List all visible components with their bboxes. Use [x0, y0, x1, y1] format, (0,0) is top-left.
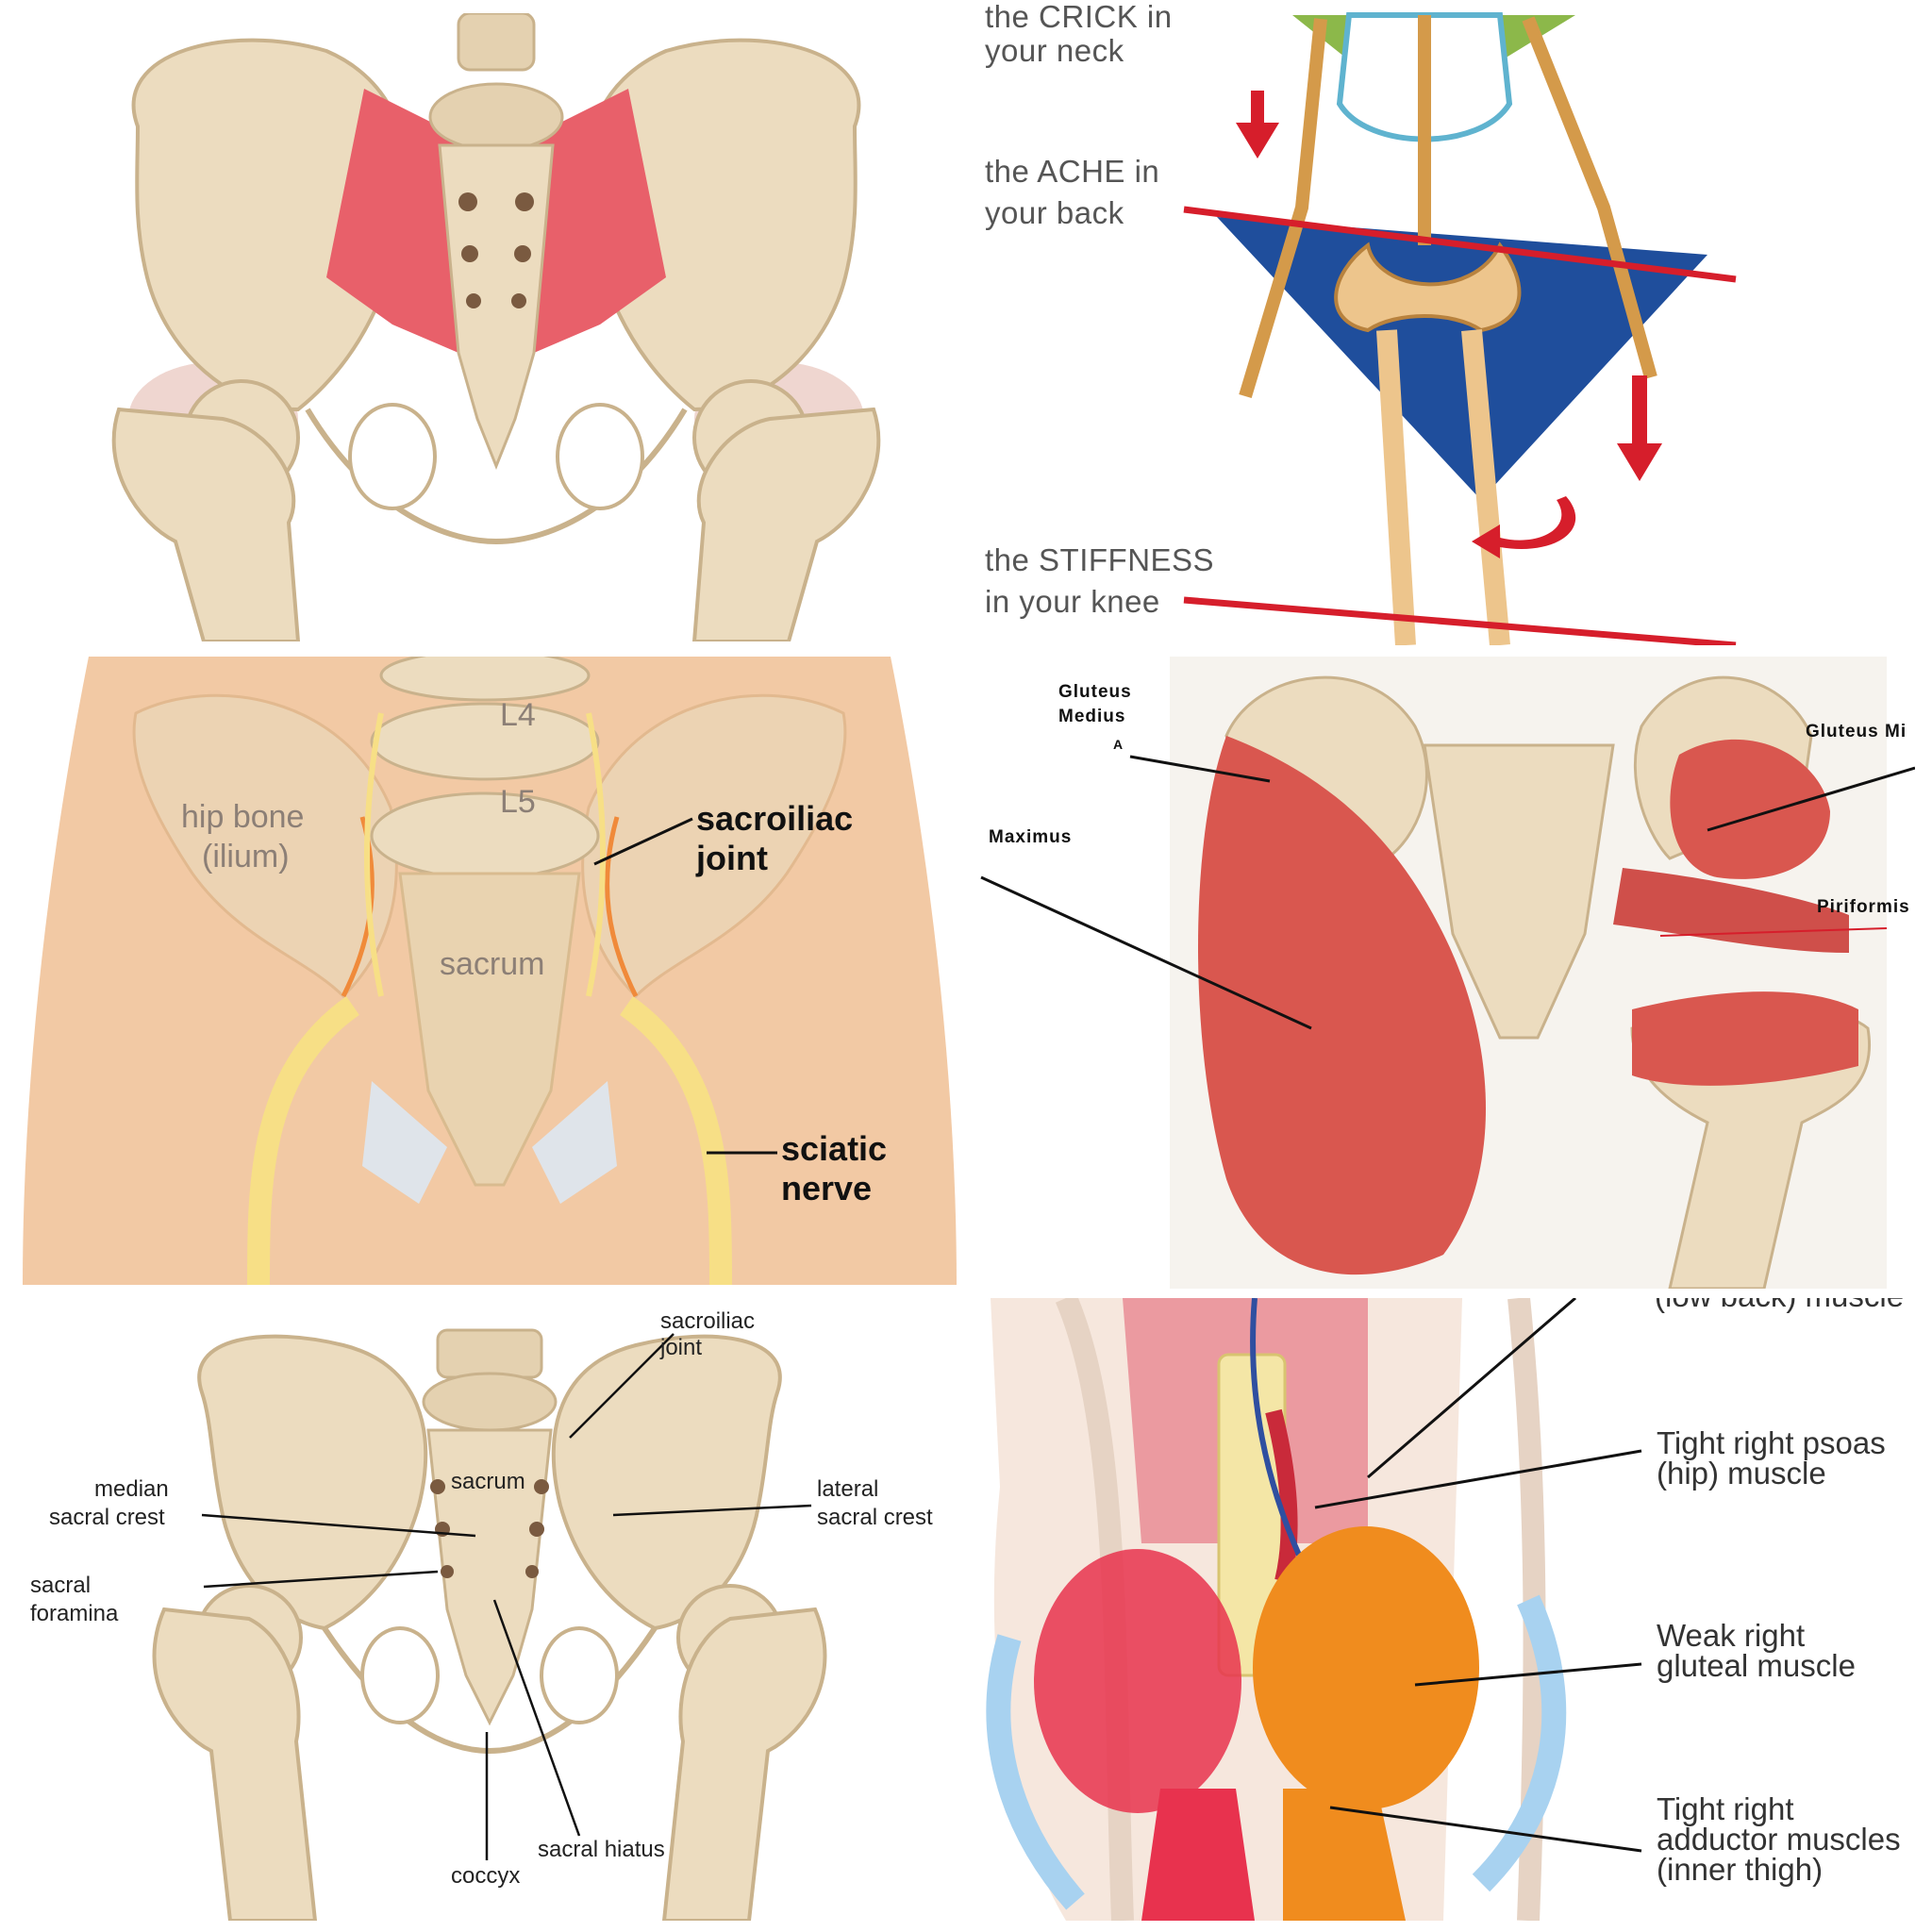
piriformis-label: Piriformis	[1817, 897, 1910, 917]
l5-label: L5	[500, 784, 536, 820]
hip-bone-label-line2: (ilium)	[202, 839, 290, 874]
gluteus-minimus-label: Gluteus Mi	[1806, 722, 1907, 741]
back-tilt-line	[1183, 206, 1737, 283]
l4-label: L4	[500, 697, 536, 733]
right-gluteal-muscle	[1253, 1526, 1479, 1809]
sacroiliac-joint-panel: L4 L5 hip bone (ilium) sacrum sacroiliac…	[23, 657, 957, 1285]
gluteal-muscles-panel: Gluteus Medius A Gluteus Mi Maximus Piri…	[972, 651, 1915, 1289]
muscle-imbalance-illustration	[972, 1298, 1915, 1921]
psoas-label-line1: Tight right psoas	[1657, 1425, 1886, 1460]
sacrum-anatomy-panel: sacroiliac joint sacrum median sacral cr…	[23, 1298, 957, 1921]
gluteus-minimus	[1670, 739, 1830, 879]
sacral-foramina-label-line1: sacral	[30, 1573, 92, 1598]
low-back-muscle-label: (low back) muscle	[1655, 1298, 1904, 1313]
gluteus-maximus	[1198, 736, 1486, 1275]
gluteus-medius-label-line2: Medius	[1058, 707, 1126, 726]
gluteus-medius-label-line1: Gluteus	[1058, 682, 1132, 702]
sacrum-label: sacrum	[440, 946, 545, 982]
back-label-line2: your back	[985, 195, 1124, 230]
right-sciatic-nerve	[619, 996, 732, 1285]
pelvis-ligament-illustration	[81, 13, 911, 641]
down-arrow-icon	[1617, 375, 1662, 481]
neck-label-line1: the CRICK in	[985, 0, 1173, 34]
down-arrow-icon	[1236, 91, 1279, 158]
lateral-sacral-crest-label-line2: sacral crest	[817, 1505, 933, 1530]
sacroiliac-joint-label-line1: sacroiliac	[660, 1308, 756, 1334]
median-sacral-crest-label-line1: median	[94, 1476, 169, 1502]
knee-label-line1: the STIFFNESS	[985, 542, 1215, 577]
gluteal-label-line2: gluteal muscle	[1657, 1648, 1856, 1683]
left-sciatic-nerve	[247, 996, 360, 1285]
sciatic-label-line1: sciatic	[781, 1129, 888, 1168]
sacral-hiatus-label: sacral hiatus	[538, 1837, 665, 1862]
pelvis-ligament-panel	[81, 13, 911, 641]
gluteal-label-line1: Weak right	[1657, 1618, 1806, 1653]
psoas-label-line2: (hip) muscle	[1657, 1456, 1826, 1491]
median-sacral-crest-label-line2: sacral crest	[49, 1505, 165, 1530]
si-joint-label-line1: sacroiliac	[696, 799, 854, 838]
sacroiliac-joint-label-line2: joint	[660, 1335, 703, 1360]
skeleton-posture-panel: the CRICK in your neck the ACHE in your …	[972, 0, 1915, 645]
neck-label-line2: your neck	[985, 33, 1124, 68]
sacral-foramina-label-line2: foramina	[30, 1601, 119, 1626]
rotation-arrow-icon	[1472, 496, 1576, 558]
adductor-label-line2: adductor muscles	[1657, 1822, 1901, 1857]
hip-bone-label-line1: hip bone	[181, 799, 305, 835]
lateral-sacral-crest-label-line1: lateral	[817, 1476, 879, 1502]
adductor-label-line1: Tight right	[1657, 1791, 1794, 1826]
sacrum-illustration	[23, 1298, 957, 1921]
gluteus-maximus-label: Maximus	[989, 827, 1073, 847]
left-gluteal-muscle	[1034, 1549, 1241, 1813]
rotation-arrow-right	[1472, 1594, 1567, 1892]
gluteus-medius-marker: A	[1113, 737, 1124, 752]
skeleton-illustration	[972, 0, 1915, 645]
coccyx-label: coccyx	[451, 1863, 521, 1889]
rotation-arrow-left	[986, 1634, 1085, 1910]
knee-label-line2: in your knee	[985, 584, 1160, 619]
adductor-label-line3: (inner thigh)	[1657, 1852, 1824, 1887]
sciatic-label-line2: nerve	[781, 1169, 873, 1208]
gluteal-illustration	[972, 651, 1915, 1289]
back-label-line1: the ACHE in	[985, 154, 1160, 189]
muscle-imbalance-panel: (low back) muscle Tight right psoas (hip…	[972, 1298, 1915, 1921]
si-joint-label-line2: joint	[696, 839, 768, 877]
sacrum-label: sacrum	[451, 1469, 525, 1494]
sacroiliac-illustration	[23, 657, 957, 1285]
knee-tilt-line	[1183, 596, 1737, 645]
